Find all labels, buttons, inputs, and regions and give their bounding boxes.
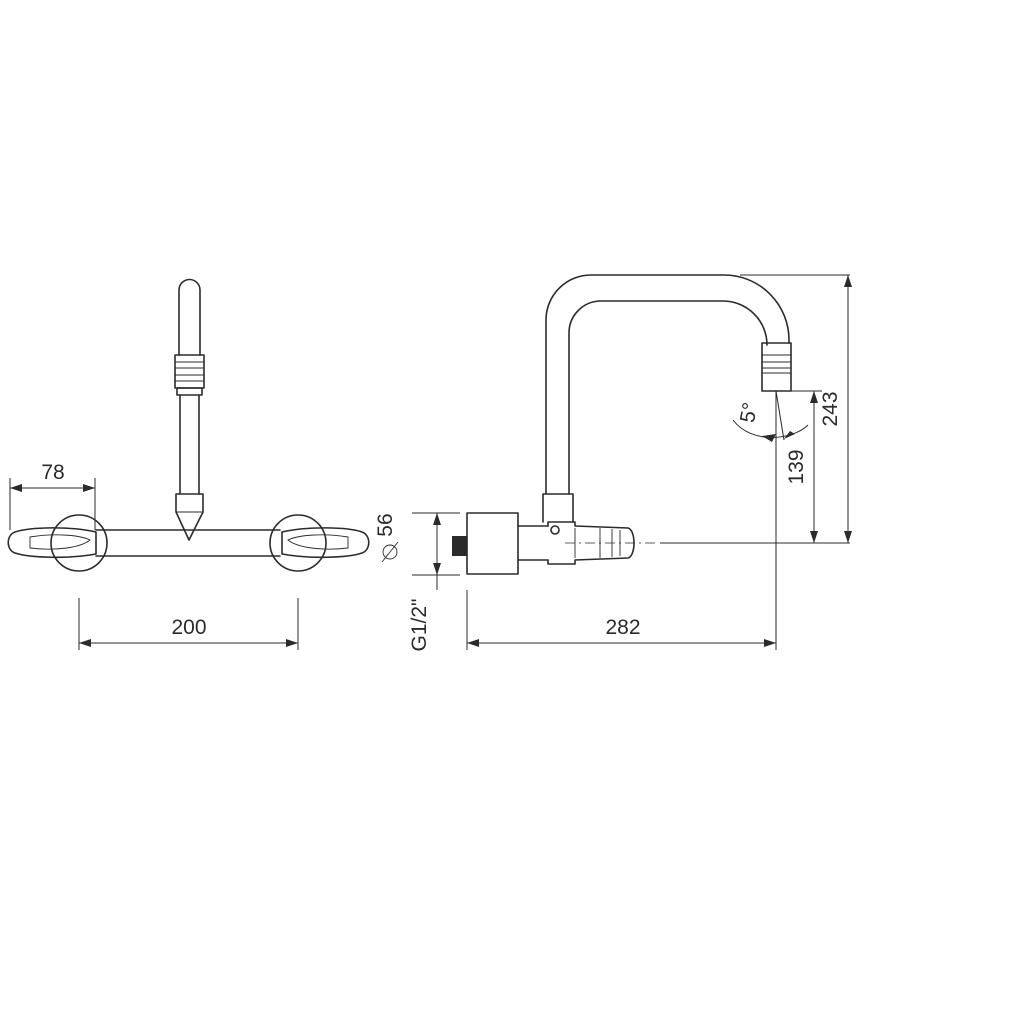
outlet-height-label: 139	[785, 449, 808, 484]
dim-rosette-diameter: 56	[374, 512, 460, 576]
side-spout	[545, 274, 790, 495]
left-rosette	[50, 514, 108, 572]
side-body	[517, 525, 549, 561]
spout-collar	[175, 493, 204, 541]
wall-block	[466, 512, 519, 575]
side-aerator	[761, 342, 792, 392]
right-rosette	[269, 514, 327, 572]
dim-outlet-height: 139	[785, 391, 818, 543]
side-view	[452, 274, 850, 650]
dim-outlet-angle: 5°	[732, 390, 809, 442]
dim-centers: 200	[78, 598, 299, 650]
front-aerator	[174, 354, 205, 389]
front-body	[95, 529, 281, 557]
dim-handle-reach: 78	[9, 461, 96, 530]
inlet-thread	[452, 536, 467, 556]
dim-thread: G1/2"	[408, 575, 438, 652]
handle-reach-label: 78	[41, 461, 64, 484]
side-riser	[542, 493, 574, 523]
front-spout	[179, 394, 200, 495]
projection-label: 282	[605, 616, 640, 639]
thread-label: G1/2"	[408, 599, 431, 652]
front-view	[7, 278, 370, 572]
left-lever	[7, 527, 97, 559]
spout-height-label: 243	[819, 391, 842, 426]
rosette-diameter-label: 56	[374, 513, 397, 536]
dim-projection: 282	[467, 616, 776, 647]
right-lever	[281, 527, 370, 559]
centers-label: 200	[171, 616, 206, 639]
dim-spout-height: 243	[819, 275, 852, 543]
outlet-angle-label: 5°	[736, 401, 762, 425]
